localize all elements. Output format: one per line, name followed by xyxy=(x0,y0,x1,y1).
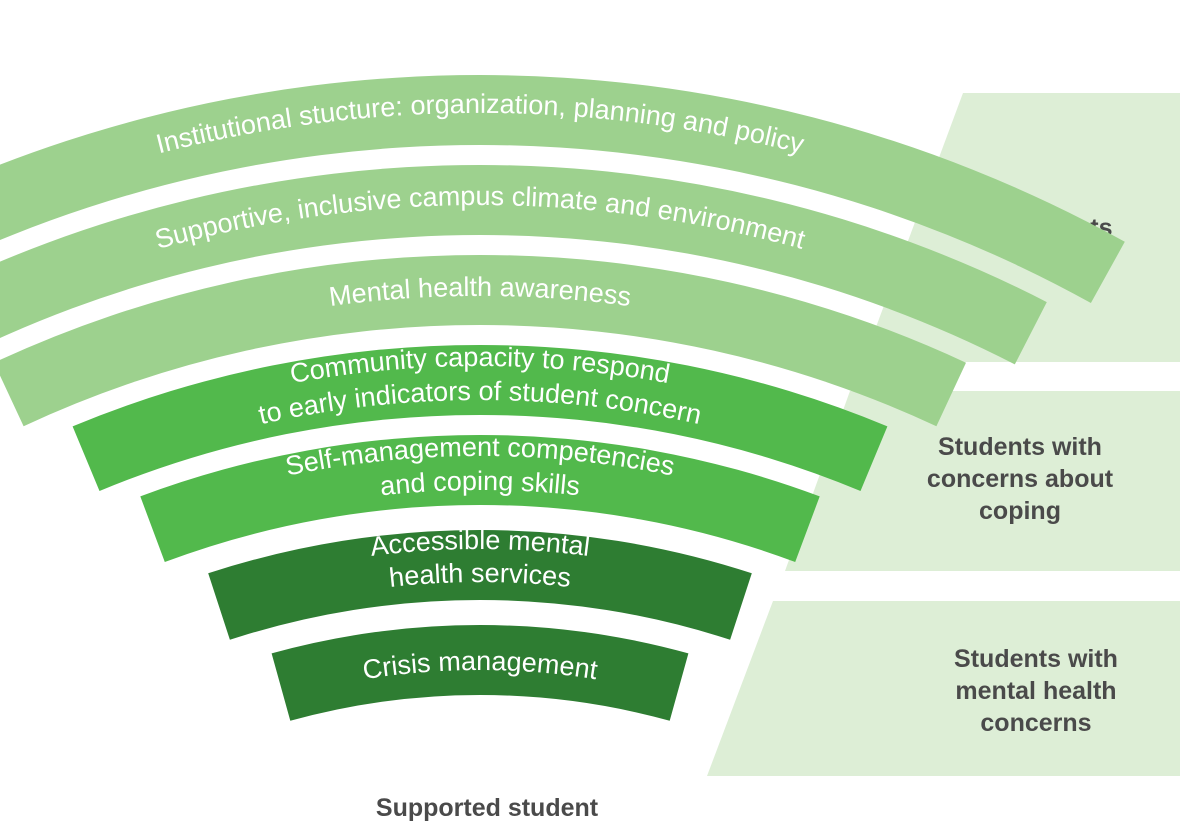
student-group-panel: Students with mental health concerns xyxy=(707,601,1180,776)
funnel-band-label: health services xyxy=(388,558,573,593)
student-group-label: Students with mental health concerns xyxy=(954,645,1118,737)
student-group-panel-shape xyxy=(785,391,1180,571)
funnel-bands: Institutional stucture: organization, pl… xyxy=(0,75,1125,721)
student-group-label-line: Students with xyxy=(954,645,1118,673)
funnel-band-label: and coping skills xyxy=(379,466,582,501)
student-group-label: Students with concerns about coping xyxy=(927,433,1114,525)
student-group-label-line: Students with xyxy=(938,433,1102,461)
student-group-panel-shape xyxy=(707,601,1180,776)
student-group-label-line: concerns about xyxy=(927,465,1114,493)
footer-label: Supported student xyxy=(376,794,599,822)
funnel-band-label-line: health services xyxy=(388,558,573,593)
funnel-band-label-line: and coping skills xyxy=(379,466,582,501)
student-group-label-line: coping xyxy=(979,497,1061,525)
funnel-band-shape xyxy=(0,165,1047,365)
student-group-label-line: mental health xyxy=(955,677,1116,705)
funnel-band-shape xyxy=(0,254,966,427)
funnel-band-shape xyxy=(208,530,752,640)
funnel-band-shape xyxy=(0,75,1125,303)
funnel-band-shape xyxy=(140,434,820,562)
funnel-band-shape xyxy=(72,344,888,491)
student-group-label-line: concerns xyxy=(980,709,1091,737)
funnel-band: Mental health awareness xyxy=(0,254,966,427)
funnel-band: Crisis management xyxy=(271,625,689,721)
funnel-band-shape xyxy=(271,625,689,721)
student-group-panel: Students with concerns about coping xyxy=(785,391,1180,571)
